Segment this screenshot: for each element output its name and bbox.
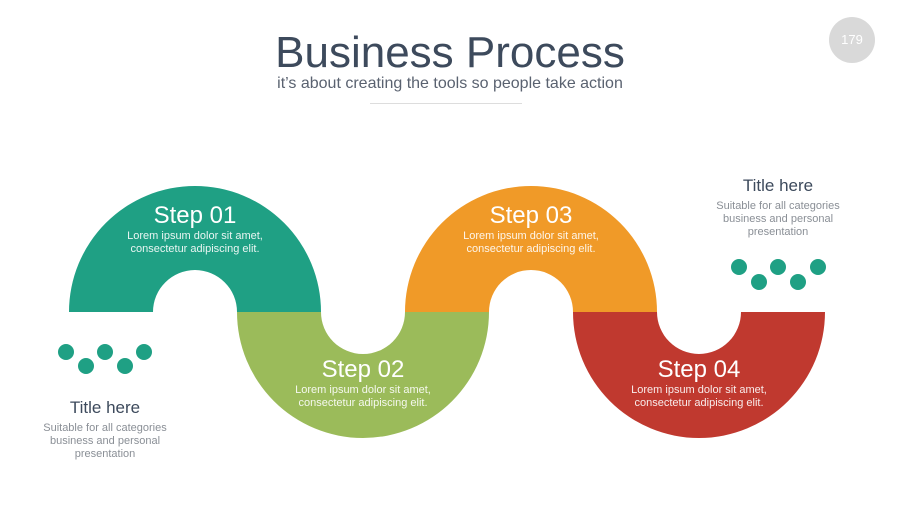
step-02: Step 02 Lorem ipsum dolor sit amet, cons… — [237, 356, 489, 410]
dot — [751, 274, 767, 290]
note-line: Suitable for all categories — [716, 200, 840, 212]
note-line: Suitable for all categories — [43, 422, 167, 434]
step-desc: Lorem ipsum dolor sit amet, — [631, 384, 767, 396]
step-title: Step 01 — [153, 202, 237, 229]
page-number-badge: 179 — [829, 17, 875, 63]
divider — [370, 103, 522, 104]
step-desc: consectetur adipiscing elit. — [466, 243, 596, 255]
step-desc: Lorem ipsum dolor sit amet, — [127, 230, 263, 242]
dot — [136, 344, 152, 360]
note-line: presentation — [74, 448, 136, 460]
step-desc: consectetur adipiscing elit. — [634, 397, 764, 409]
dot — [97, 344, 113, 360]
dot — [770, 259, 786, 275]
step-desc: Lorem ipsum dolor sit amet, — [295, 384, 431, 396]
page-subtitle: it’s about creating the tools so people … — [277, 75, 623, 92]
dot — [790, 274, 806, 290]
step-01-arc — [69, 186, 321, 312]
page-title: Business Process — [275, 28, 625, 77]
step-04-arc — [573, 312, 825, 438]
dot — [731, 259, 747, 275]
step-title: Step 04 — [657, 356, 741, 383]
step-04: Step 04 Lorem ipsum dolor sit amet, cons… — [573, 356, 825, 410]
dot — [78, 358, 94, 374]
note-title: Title here — [742, 176, 814, 195]
note-line: business and personal — [722, 213, 834, 225]
note-line: business and personal — [49, 435, 161, 447]
step-desc: consectetur adipiscing elit. — [298, 397, 428, 409]
right-dots — [731, 259, 826, 290]
left-dots — [58, 344, 152, 374]
step-title: Step 03 — [489, 202, 573, 229]
step-02-arc — [237, 312, 489, 438]
step-01: Step 01 Lorem ipsum dolor sit amet, cons… — [69, 202, 321, 256]
step-desc: Lorem ipsum dolor sit amet, — [463, 230, 599, 242]
step-desc: consectetur adipiscing elit. — [130, 243, 260, 255]
step-03-arc — [405, 186, 657, 312]
note-title: Title here — [69, 398, 141, 417]
step-title: Step 02 — [321, 356, 405, 383]
dot — [810, 259, 826, 275]
dot — [117, 358, 133, 374]
dot — [58, 344, 74, 360]
note-line: presentation — [747, 226, 809, 238]
step-03: Step 03 Lorem ipsum dolor sit amet, cons… — [405, 202, 657, 256]
